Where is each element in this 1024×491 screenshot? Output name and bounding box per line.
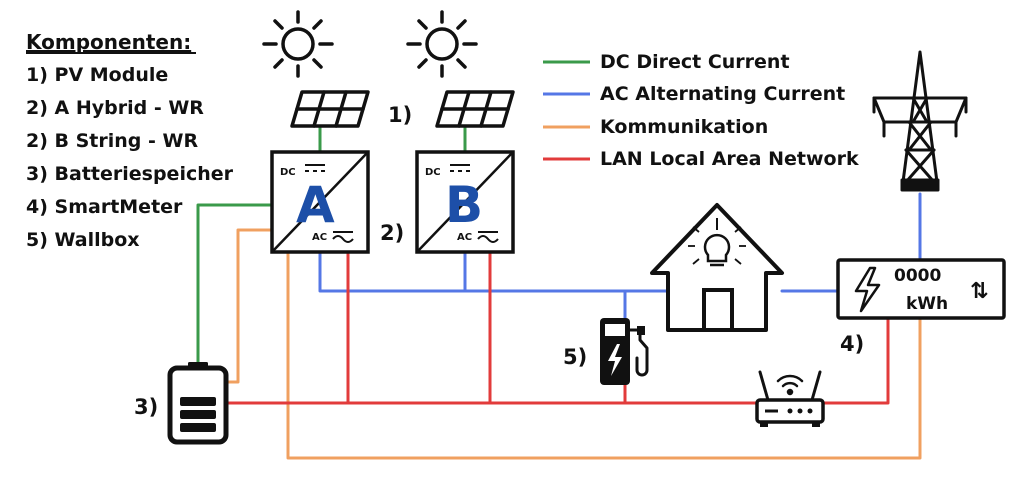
legend-label-ac: AC Alternating Current (600, 83, 845, 105)
component-list-title: Komponenten: (26, 30, 191, 54)
solar-panel-icon (435, 90, 515, 128)
router-icon (755, 370, 825, 427)
pv-label: 1) (388, 103, 412, 127)
inverter-b-ac-label: AC (457, 232, 472, 243)
wires (196, 124, 922, 460)
legend-label-comm: Kommunikation (600, 116, 768, 138)
meter-unit: kWh (906, 294, 948, 314)
ac-wire-a (318, 250, 678, 293)
component-item-5: 4) SmartMeter (26, 196, 183, 218)
inverter-b: DC B AC (415, 150, 515, 254)
battery-icon (167, 362, 229, 445)
component-item-4: 3) Batteriespeicher (26, 163, 234, 185)
component-list: Komponenten: 1) PV Module 2) A Hybrid - … (26, 30, 234, 251)
wallbox-icon (600, 318, 649, 385)
solar-panel-icon (290, 90, 370, 128)
inverter-label: 2) (380, 221, 404, 245)
power-tower-icon (872, 50, 968, 192)
wallbox-label: 5) (563, 345, 587, 369)
inverter-b-dc-label: DC (425, 167, 441, 178)
smartmeter-label: 4) (840, 332, 864, 356)
component-item-3: 2) B String - WR (26, 130, 198, 152)
legend: DC Direct Current AC Alternating Current… (543, 51, 859, 170)
comm-wire-meter (286, 250, 922, 460)
house-icon (650, 203, 784, 332)
inverter-a: DC A AC (270, 150, 370, 254)
inverter-a-letter: A (296, 176, 335, 234)
component-item-1: 1) PV Module (26, 64, 168, 86)
legend-label-dc: DC Direct Current (600, 51, 790, 73)
legend-label-lan: LAN Local Area Network (600, 148, 859, 170)
lightning-icon (854, 266, 881, 313)
sun-icon (406, 10, 478, 78)
inverter-b-letter: B (445, 176, 483, 234)
inverter-a-ac-label: AC (312, 232, 327, 243)
light-bulb-icon (688, 218, 746, 267)
wifi-icon (776, 374, 804, 396)
smart-meter-icon: 0000 kWh ⇅ (836, 258, 1006, 320)
dc-wire-battery (196, 203, 274, 370)
comm-wire-battery (224, 228, 274, 384)
sun-icon (262, 10, 334, 78)
meter-value: 0000 (894, 266, 941, 286)
lan-wire-meter (818, 316, 890, 405)
meter-arrows: ⇅ (970, 279, 988, 304)
component-item-6: 5) Wallbox (26, 229, 140, 251)
component-item-2: 2) A Hybrid - WR (26, 97, 204, 119)
inverter-a-dc-label: DC (280, 167, 296, 178)
battery-label: 3) (134, 395, 158, 419)
